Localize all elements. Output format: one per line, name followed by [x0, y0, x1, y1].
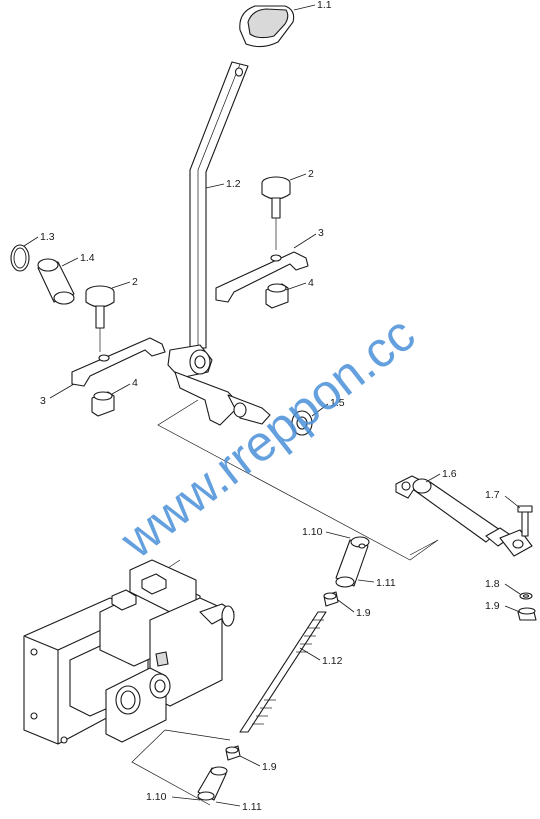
callout-1-11-upper: 1.11 — [376, 577, 396, 589]
callout-4-left: 4 — [132, 377, 138, 389]
bracket-left — [71, 337, 166, 387]
callout-1-10-upper: 1.10 — [302, 526, 323, 538]
callout-1-9-upper: 1.9 — [356, 607, 371, 619]
callout-labels: 1.1 1.2 1.3 1.4 2 2 3 3 4 4 1.5 1.6 1.7 … — [40, 0, 500, 813]
circlip — [10, 244, 30, 272]
control-lever — [189, 61, 249, 349]
callout-1-7: 1.7 — [485, 489, 500, 501]
bracket-right — [215, 251, 309, 303]
nut-lower — [225, 745, 241, 761]
valve-body — [23, 559, 235, 745]
callout-3-left: 3 — [40, 395, 46, 407]
callout-2-left: 2 — [132, 276, 138, 288]
washer — [291, 410, 313, 436]
nut-right — [517, 607, 537, 621]
pin-left — [85, 285, 115, 352]
clevis-lower — [197, 766, 228, 801]
callout-1-8: 1.8 — [485, 578, 500, 590]
callout-1-1: 1.1 — [317, 0, 332, 11]
valve-hex-nuts — [111, 573, 169, 667]
clevis-upper — [335, 536, 370, 588]
callout-1-10-lower: 1.10 — [146, 791, 167, 803]
callout-1-5: 1.5 — [330, 397, 345, 409]
callout-4-right: 4 — [308, 277, 314, 289]
lever-pivot-hub — [167, 344, 271, 426]
callout-1-9-lower: 1.9 — [262, 761, 277, 773]
callout-1-9-right: 1.9 — [485, 600, 500, 612]
small-washer — [519, 592, 533, 600]
callout-2-right: 2 — [308, 168, 314, 180]
callout-1-2: 1.2 — [226, 178, 241, 190]
nut-upper — [323, 591, 339, 607]
block-left — [91, 391, 115, 417]
callout-1-6: 1.6 — [442, 468, 457, 480]
callout-1-12: 1.12 — [322, 655, 343, 667]
bushing — [37, 258, 75, 305]
callout-1-11-lower: 1.11 — [242, 801, 262, 813]
callout-leaders — [23, 4, 521, 807]
callout-1-4: 1.4 — [80, 252, 95, 264]
lever-knob — [239, 5, 295, 48]
linkage-rod — [395, 475, 533, 557]
threaded-rod — [239, 611, 327, 733]
callout-3-right: 3 — [318, 227, 324, 239]
bolt — [517, 505, 533, 537]
block-right — [265, 283, 289, 309]
pin-right — [261, 176, 291, 250]
callout-1-3: 1.3 — [40, 231, 55, 243]
